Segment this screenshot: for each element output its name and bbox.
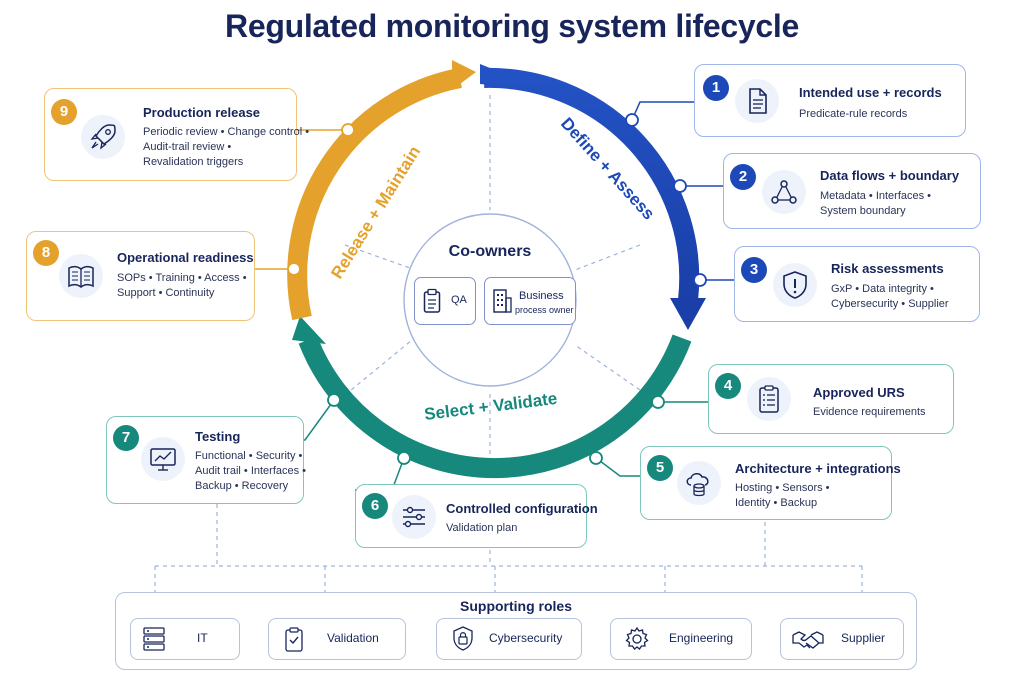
step-8-title: Operational readiness xyxy=(117,250,254,265)
role-validation-label: Validation xyxy=(327,631,379,645)
step-4-badge: 4 xyxy=(715,373,741,399)
step-7-details: Functional • Security •Audit trail • Int… xyxy=(195,450,307,492)
supporting-roles-title: Supporting roles xyxy=(460,598,572,614)
clipboard-icon xyxy=(423,288,441,319)
sliders-icon xyxy=(392,495,436,539)
step-2-badge: 2 xyxy=(730,164,756,190)
role-validation: Validation xyxy=(268,618,406,660)
chart-monitor-icon xyxy=(141,437,185,481)
select-arrowhead xyxy=(292,316,326,344)
cloud-database-icon xyxy=(677,461,721,505)
step-1-title: Intended use + records xyxy=(799,85,942,100)
qa-owner-box: QA xyxy=(414,277,476,325)
gear-icon xyxy=(623,625,651,658)
step-5-details: Hosting • Sensors •Identity • Backup xyxy=(735,482,830,509)
step-9-card: 9 Production release Periodic review • C… xyxy=(44,88,309,181)
rocket-icon xyxy=(81,115,125,159)
lock-shield-icon xyxy=(451,625,475,658)
select-arc-label: Select + Validate xyxy=(423,389,558,424)
step-3-title: Risk assessments xyxy=(831,261,944,276)
step-6-title: Controlled configuration xyxy=(446,501,598,516)
step-3-card: 3 Risk assessments GxP • Data integrity … xyxy=(734,246,980,322)
document-icon xyxy=(735,79,779,123)
step-9-title: Production release xyxy=(143,105,261,120)
business-owner-box: Business process owner xyxy=(484,277,576,325)
step-8-badge: 8 xyxy=(33,240,59,266)
select-arc xyxy=(298,334,692,479)
role-supplier-label: Supplier xyxy=(841,631,886,645)
business-sublabel: process owner xyxy=(515,305,574,315)
step-5-title: Architecture + integrations xyxy=(735,461,901,476)
step-4-details: Evidence requirements xyxy=(813,406,926,418)
book-icon xyxy=(59,254,103,298)
step-3-badge: 3 xyxy=(741,257,767,283)
define-arc-label: Define + Assess xyxy=(557,114,658,224)
co-owners-title: Co-owners xyxy=(448,243,532,260)
qa-label: QA xyxy=(451,294,467,306)
server-icon xyxy=(141,626,167,659)
step-7-card: 7 Testing Functional • Security •Audit t… xyxy=(106,416,307,504)
role-cybersecurity: Cybersecurity xyxy=(436,618,582,660)
step-7-badge: 7 xyxy=(113,425,139,451)
building-icon xyxy=(491,288,513,319)
step-1-details: Predicate-rule records xyxy=(799,108,908,120)
spokes xyxy=(344,95,641,470)
step-6-details: Validation plan xyxy=(446,522,518,534)
step-4-title: Approved URS xyxy=(813,385,905,400)
define-arc xyxy=(483,67,700,302)
step-5-badge: 5 xyxy=(647,455,673,481)
step-9-details: Periodic review • Change control •Audit-… xyxy=(143,126,310,168)
release-arrowhead xyxy=(452,60,476,90)
network-icon xyxy=(762,170,806,214)
step-2-details: Metadata • Interfaces •System boundary xyxy=(820,190,932,217)
checklist-icon xyxy=(747,377,791,421)
step-6-badge: 6 xyxy=(362,493,388,519)
role-engineering-label: Engineering xyxy=(669,631,734,645)
step-3-details: GxP • Data integrity •Cybersecurity • Su… xyxy=(831,283,949,310)
clipboard-check-icon xyxy=(283,626,305,659)
step-2-title: Data flows + boundary xyxy=(820,168,960,183)
page-title: Regulated monitoring system lifecycle xyxy=(225,8,799,44)
step-9-badge: 9 xyxy=(51,99,77,125)
role-cybersecurity-label: Cybersecurity xyxy=(489,631,563,645)
role-it: IT xyxy=(130,618,240,660)
step-1-card: 1 Intended use + records Predicate-rule … xyxy=(694,64,966,137)
step-4-card: 4 Approved URS Evidence requirements xyxy=(708,364,954,434)
step-2-card: 2 Data flows + boundary Metadata • Inter… xyxy=(723,153,981,229)
step-8-details: SOPs • Training • Access •Support • Cont… xyxy=(117,272,247,299)
role-supplier: Supplier xyxy=(780,618,904,660)
define-arrowhead xyxy=(670,298,706,330)
define-arrow-tail xyxy=(480,64,500,86)
step-5-card: 5 Architecture + integrations Hosting • … xyxy=(640,446,901,520)
role-engineering: Engineering xyxy=(610,618,752,660)
shield-alert-icon xyxy=(773,263,817,307)
step-6-card: 6 Controlled configuration Validation pl… xyxy=(355,484,598,548)
business-label: Business xyxy=(519,290,564,302)
role-it-label: IT xyxy=(197,631,208,645)
step-7-title: Testing xyxy=(195,429,241,444)
step-1-badge: 1 xyxy=(703,75,729,101)
handshake-icon xyxy=(791,627,825,658)
support-connectors xyxy=(154,504,863,592)
step-8-card: 8 Operational readiness SOPs • Training … xyxy=(26,231,255,321)
